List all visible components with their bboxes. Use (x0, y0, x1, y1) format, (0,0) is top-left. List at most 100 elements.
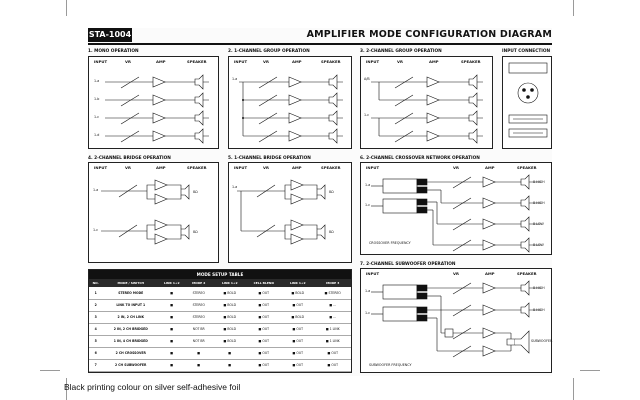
output-label-subwoofer: SUBWOOFER (531, 339, 553, 343)
section-title-subwoofer: 7. 2-CHANNEL SUBWOOFER OPERATION (360, 262, 456, 267)
col-vr: VR (125, 59, 131, 64)
table-cell: ■ BOLD (281, 288, 315, 300)
table-cell: ■ (213, 360, 247, 372)
table-cell: 2 IN, 2 CH BRIDGED (103, 324, 159, 336)
col-input: INPUT (366, 165, 380, 170)
col-vr: VR (263, 165, 269, 170)
col-amp: AMP (292, 59, 302, 64)
output-label-low: 8 LOW (533, 222, 544, 226)
section-title-crossover: 6. 2-CHANNEL CROSSOVER NETWORK OPERATION (360, 156, 480, 161)
table-row-number: 1 (89, 288, 103, 300)
diagram-1ch-bridge: INPUT VR AMP SPEAKER 1-a 8Ω 8Ω (228, 162, 352, 263)
table-row-number: 6 (89, 348, 103, 360)
input-label-d: 1-d (94, 133, 100, 137)
col-amp: AMP (156, 165, 166, 170)
table-row-number: 5 (89, 336, 103, 348)
input-label-c: 1-c (94, 115, 100, 119)
col-speaker: SPEAKER (321, 59, 341, 64)
diagram-crossover: INPUT VR AMP SPEAKER 1-a 1-c CROSSOVER F… (360, 162, 552, 255)
1ch-bridge-schematic (237, 179, 326, 245)
diagram-mono: INPUT VR AMP SPEAKER 1-a 1-b 1-c 1-d (88, 56, 219, 149)
input-label-ab: A/B (364, 77, 370, 81)
input-label-c: 1-c (93, 228, 99, 232)
output-label-high: 8 HIGH (533, 308, 545, 312)
configuration-sheet: STA-1004 AMPLIFIER MODE CONFIGURATION DI… (88, 28, 552, 376)
diagram-input-connection (502, 56, 552, 149)
table-cell: ■ (159, 348, 185, 360)
input-label-a: 1-a (94, 79, 100, 83)
2ch-bridge-schematic (101, 179, 190, 245)
table-header-cell: LINK 1+2 (213, 279, 247, 287)
channel-lines (105, 74, 209, 144)
table-cell: 2 CH SUBWOOFER (103, 360, 159, 372)
output-label-high: 8 HIGH (533, 286, 545, 290)
col-amp: AMP (429, 59, 439, 64)
table-cell: STEREO (185, 312, 213, 324)
title-rule (88, 43, 552, 45)
input-label-c: 1-c (365, 311, 371, 315)
col-input: INPUT (234, 165, 248, 170)
crossover-schematic (371, 174, 541, 253)
diagram-1ch-group: INPUT VR AMP SPEAKER 1-a (228, 56, 352, 149)
table-cell: ■ BOLD (213, 324, 247, 336)
col-amp: AMP (156, 59, 166, 64)
table-cell: ■ 1 LINK (315, 336, 351, 348)
col-input: INPUT (94, 59, 108, 64)
table-cell: ■ BOLD (213, 336, 247, 348)
col-vr: VR (397, 59, 403, 64)
table-cell: ■ (159, 336, 185, 348)
sheet-title: AMPLIFIER MODE CONFIGURATION DIAGRAM (306, 29, 552, 40)
table-cell: ■ OUT (247, 312, 281, 324)
output-label-8ohm: 8Ω (329, 230, 334, 234)
crop-mark (573, 378, 574, 400)
output-label-high: 8 HIGH (533, 201, 545, 205)
table-row-number: 3 (89, 312, 103, 324)
section-title-2ch-group: 3. 2-CHANNEL GROUP OPERATION (360, 49, 442, 54)
input-label-a: 1-a (232, 77, 238, 81)
col-input: INPUT (234, 59, 248, 64)
crop-mark (66, 378, 67, 400)
table-title: MODE SETUP TABLE (89, 270, 351, 279)
section-title-input-connection: INPUT CONNECTION (502, 49, 551, 54)
table-cell: STEREO (185, 288, 213, 300)
col-amp: AMP (292, 165, 302, 170)
table-cell: ■ (159, 288, 185, 300)
table-cell: LINK TO INPUT 1 (103, 300, 159, 312)
output-label-high: 8 HIGH (533, 180, 545, 184)
col-speaker: SPEAKER (517, 271, 537, 276)
input-label-a: 1-a (365, 289, 371, 293)
col-speaker: SPEAKER (321, 165, 341, 170)
input-label-a: 1-a (365, 183, 371, 187)
table-cell: ■ OUT (315, 348, 351, 360)
input-label-c: 1-c (365, 203, 371, 207)
table-cell: 1 IN, 4 CH BRIDGED (103, 336, 159, 348)
table-cell: NOT BR (185, 324, 213, 336)
col-speaker: SPEAKER (187, 59, 207, 64)
output-label-8ohm: 8Ω (329, 190, 334, 194)
table-row-number: 4 (89, 324, 103, 336)
table-cell: STEREO (185, 300, 213, 312)
col-input: INPUT (366, 59, 380, 64)
table-cell: ■ OUT (247, 348, 281, 360)
table-cell: ■ OUT (247, 288, 281, 300)
table-header-cell: NO. (89, 279, 103, 287)
table-cell: ■ OUT (281, 360, 315, 372)
table-cell: ■ (159, 324, 185, 336)
table-cell: ■ OUT (247, 324, 281, 336)
table-cell: ■ 1 LINK (315, 324, 351, 336)
table-cell: ■ OUT (281, 300, 315, 312)
table-cell: ■ (159, 312, 185, 324)
crop-mark (66, 0, 67, 16)
table-cell: STEREO MODE (103, 288, 159, 300)
table-cell: ■ BOLD (213, 288, 247, 300)
col-input: INPUT (366, 271, 380, 276)
table-cell: ■ OUT (247, 300, 281, 312)
col-speaker: SPEAKER (187, 165, 207, 170)
table-row-number: 7 (89, 360, 103, 372)
table-header-cell: MODE / SWITCH (103, 279, 159, 287)
diagram-2ch-group: INPUT VR AMP SPEAKER A/B 1-c (360, 56, 493, 149)
print-note-caption: Black printing colour on silver self-adh… (64, 382, 241, 392)
table-cell: ■ STEREO (315, 288, 351, 300)
input-label-a: 1-a (232, 185, 238, 189)
table-cell: ■ (213, 348, 247, 360)
